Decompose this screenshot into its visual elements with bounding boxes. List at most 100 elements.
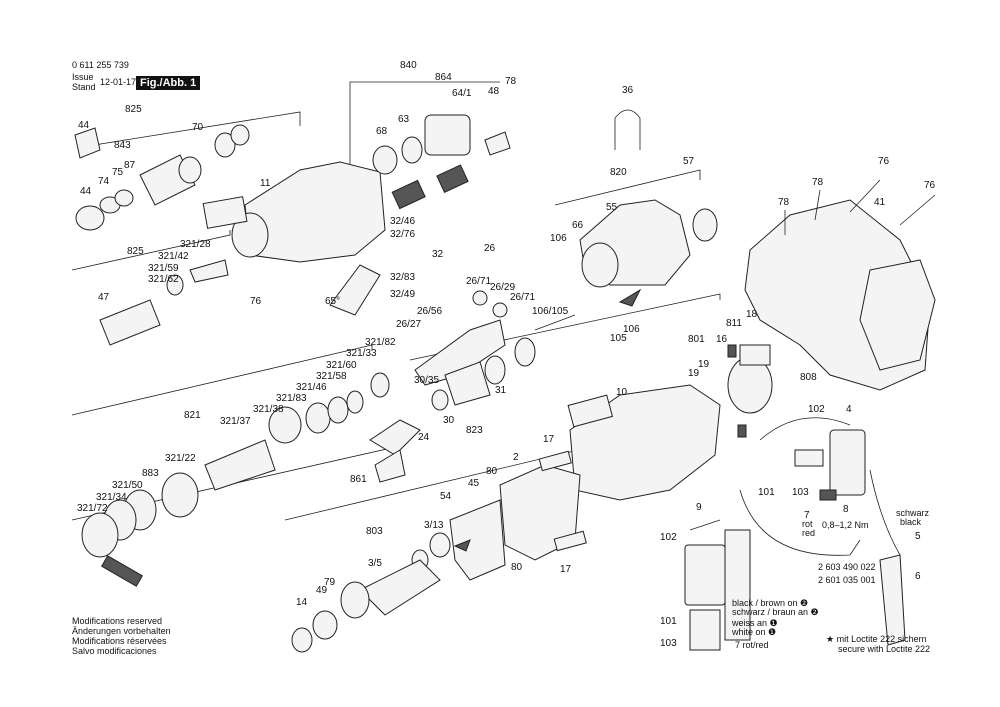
label-78b: 78	[812, 177, 824, 188]
wiring-black-brown: black / brown on ❷	[732, 598, 809, 608]
label-65deg: 65°	[325, 296, 341, 307]
label-76c: 76	[250, 296, 262, 307]
label-78c: 78	[778, 197, 790, 208]
label-321-28: 321/28	[180, 239, 211, 250]
label-825: 825	[125, 104, 142, 115]
note-mod-fr: Modifications réservées	[72, 636, 167, 646]
label-321-37: 321/37	[220, 416, 251, 427]
label-321-46: 321/46	[296, 382, 327, 393]
label-70: 70	[192, 122, 204, 133]
label-44: 44	[78, 120, 90, 131]
label-101b: 101	[660, 616, 677, 627]
label-16: 16	[716, 334, 728, 345]
label-26-56: 26/56	[417, 306, 443, 317]
label-17: 17	[543, 434, 555, 445]
label-811: 811	[726, 318, 742, 329]
label-30-35: 30/35	[414, 375, 440, 386]
label-823: 823	[466, 425, 483, 436]
label-49: 49	[316, 585, 328, 596]
label-55: 55	[606, 202, 618, 213]
label-76: 76	[878, 156, 890, 167]
label-8: 8	[843, 504, 849, 515]
stand-label: Stand	[72, 82, 96, 92]
label-80b: 80	[511, 562, 523, 573]
label-808: 808	[800, 372, 817, 383]
label-321-34: 321/34	[96, 492, 127, 503]
label-79: 79	[324, 577, 336, 588]
label-63: 63	[398, 114, 410, 125]
label-11: 11	[260, 178, 271, 189]
label-24: 24	[418, 432, 430, 443]
color-black: black	[900, 517, 922, 527]
label-803: 803	[366, 526, 383, 537]
label-825b: 825	[127, 246, 144, 257]
label-32-49: 32/49	[390, 289, 416, 300]
label-843: 843	[114, 140, 131, 151]
label-26-27: 26/27	[396, 319, 422, 330]
label-4: 4	[846, 404, 852, 415]
label-26-71: 26/71	[466, 276, 492, 287]
label-26: 26	[484, 243, 496, 254]
label-321-38: 321/38	[253, 404, 284, 415]
note-loctite-de: ★ mit Loctite 222 sichern	[826, 634, 927, 644]
label-66: 66	[572, 220, 584, 231]
label-54: 54	[440, 491, 452, 502]
label-840: 840	[400, 60, 417, 71]
label-57: 57	[683, 156, 695, 167]
label-3-13: 3/13	[424, 520, 444, 531]
label-321-60: 321/60	[326, 360, 357, 371]
label-321-82: 321/82	[365, 337, 396, 348]
label-321-62: 321/62	[148, 274, 179, 285]
label-3-5: 3/5	[368, 558, 382, 569]
label-19: 19	[698, 359, 710, 370]
figure-label: Fig./Abb. 1	[136, 76, 201, 90]
label-103b: 103	[660, 638, 677, 649]
label-87: 87	[124, 160, 136, 171]
label-6: 6	[915, 571, 921, 582]
label-102b: 102	[660, 532, 677, 543]
label-101: 101	[758, 487, 775, 498]
label-68: 68	[376, 126, 388, 137]
label-10: 10	[616, 387, 628, 398]
label-820: 820	[610, 167, 627, 178]
wire-7-rot-red: 7 rot/red	[735, 640, 769, 650]
label-32-46: 32/46	[390, 216, 416, 227]
label-106-105: 106/105	[532, 306, 569, 317]
wiring-white: white on ❶	[732, 627, 777, 637]
label-78: 78	[505, 76, 517, 87]
issue-date: 12-01-17	[100, 77, 137, 87]
label-321-33: 321/33	[346, 348, 377, 359]
label-5: 5	[915, 531, 921, 542]
label-321-83: 321/83	[276, 393, 307, 404]
wiring-schwarz-braun: schwarz / braun an ❷	[732, 607, 819, 617]
label-17b: 17	[560, 564, 572, 575]
label-321-22: 321/22	[165, 453, 196, 464]
wiring-weiss: weiss an ❶	[732, 618, 778, 628]
label-64-1: 64/1	[452, 88, 472, 99]
label-103: 103	[792, 487, 809, 498]
label-861: 861	[350, 474, 367, 485]
label-74: 74	[98, 176, 110, 187]
label-32-76: 32/76	[390, 229, 416, 240]
label-47: 47	[98, 292, 110, 303]
label-80: 80	[486, 466, 498, 477]
label-36: 36	[622, 85, 634, 96]
label-76b: 76	[924, 180, 936, 191]
color-schwarz: schwarz	[896, 508, 930, 518]
issue-label: Issue	[72, 72, 94, 82]
color-rot: rot	[802, 519, 813, 529]
label-14: 14	[296, 597, 308, 608]
label-44b: 44	[80, 186, 92, 197]
torque-note: 0,8–1,2 Nm	[822, 520, 869, 530]
label-32-83: 32/83	[390, 272, 416, 283]
label-321-72: 321/72	[77, 503, 108, 514]
note-mod-de: Änderungen vorbehalten	[72, 626, 171, 636]
label-18: 18	[746, 309, 758, 320]
label-864: 864	[435, 72, 452, 83]
color-red: red	[802, 528, 816, 538]
label-105: 105	[610, 333, 627, 344]
ref-2603490022: 2 603 490 022	[818, 562, 876, 572]
label-45: 45	[468, 478, 480, 489]
label-32: 32	[432, 249, 444, 260]
